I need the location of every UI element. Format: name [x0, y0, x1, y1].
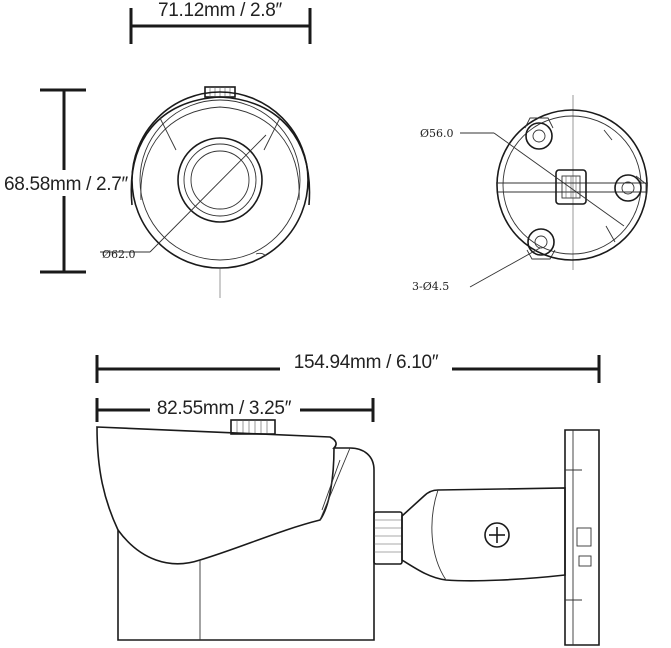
front-view: Ø62.0	[100, 86, 311, 298]
mount-hole-right	[614, 174, 647, 202]
mount-diameter-label: Ø56.0	[420, 127, 454, 140]
front-height-label: 68.58mm / 2.7″	[4, 174, 129, 195]
front-height-dimension: 68.58mm / 2.7″	[0, 88, 134, 274]
front-width-dimension: 71.12mm / 2.8″	[129, 0, 312, 44]
mount-base-view: Ø56.0 3-Ø4.5	[412, 95, 648, 293]
mount-hole-bottom	[526, 228, 556, 260]
side-view	[96, 419, 600, 646]
front-width-label: 71.12mm / 2.8″	[158, 0, 283, 21]
mount-hole-top	[524, 117, 554, 150]
total-length-label: 154.94mm / 6.10″	[294, 352, 439, 373]
body-length-dimension: 82.55mm / 3.25″	[95, 396, 375, 422]
body-length-label: 82.55mm / 3.25″	[157, 398, 292, 419]
mount-holes-label: 3-Ø4.5	[412, 280, 449, 293]
total-length-dimension: 154.94mm / 6.10″	[95, 350, 601, 383]
lens-diameter-label: Ø62.0	[102, 248, 136, 261]
